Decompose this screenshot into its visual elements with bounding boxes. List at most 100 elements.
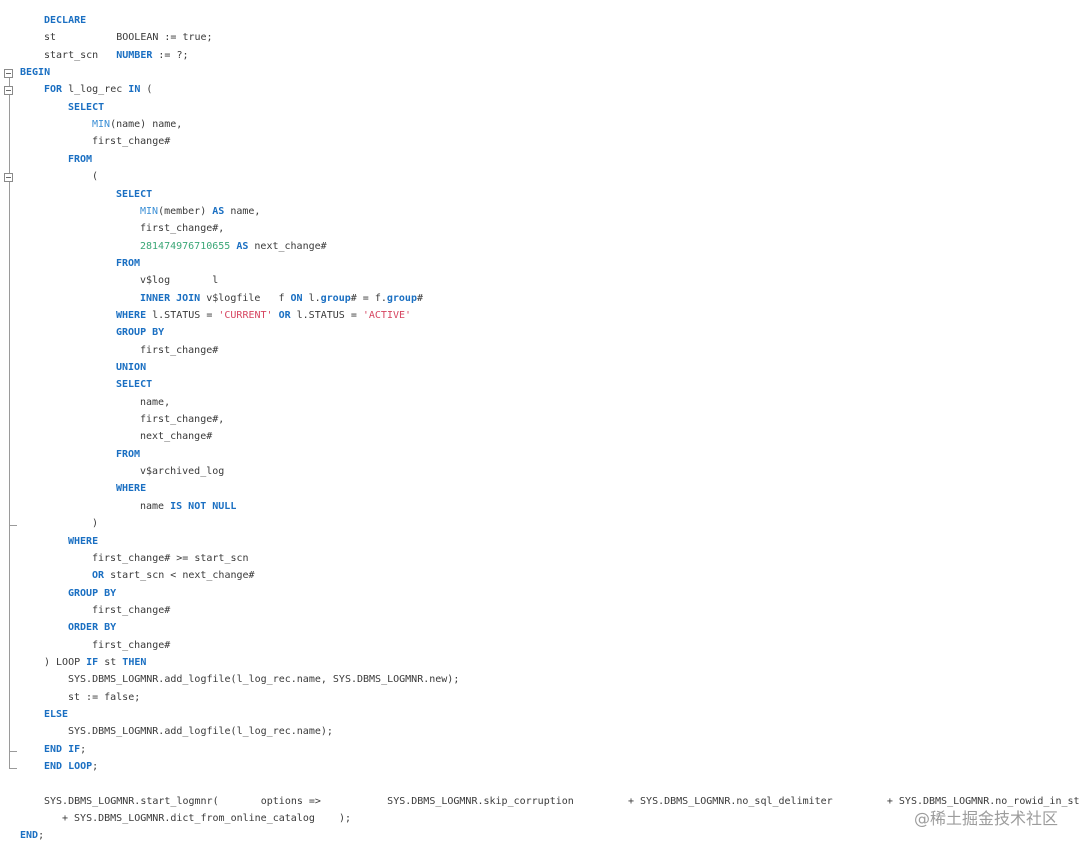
code-token: v$log l [140, 275, 219, 287]
code-line: v$archived_log [140, 463, 224, 480]
fold-end-marker [9, 525, 17, 526]
code-token: group [320, 292, 351, 304]
code-token: v$logfile f [200, 292, 291, 304]
code-token: FROM [116, 257, 141, 269]
code-line: 281474976710655 AS next_change# [140, 238, 327, 255]
fold-guide-line [9, 73, 10, 769]
code-token: start_scn [44, 49, 117, 61]
code-token: first_change# [92, 639, 171, 651]
code-token: l.STATUS = [290, 309, 363, 321]
fold-end-marker [9, 751, 17, 752]
code-token: AS [236, 240, 249, 252]
code-line: END; [20, 827, 44, 844]
code-token: WHERE [68, 535, 99, 547]
code-token: (member) [158, 205, 213, 217]
code-line: WHERE l.STATUS = 'CURRENT' OR l.STATUS =… [116, 307, 411, 324]
code-line: SELECT [68, 99, 104, 116]
code-token: OR [278, 309, 291, 321]
code-line: first_change# [92, 637, 170, 654]
code-line: END LOOP; [44, 758, 98, 775]
fold-end-marker [9, 768, 17, 769]
code-token: next_change# [248, 240, 327, 252]
code-line: first_change# [92, 602, 170, 619]
code-line: st := false; [68, 689, 140, 706]
code-line: st BOOLEAN := true; [44, 29, 213, 46]
code-line: SELECT [116, 376, 152, 393]
code-token: name, [140, 396, 171, 408]
code-token: WHERE [116, 309, 147, 321]
code-line: v$log l [140, 272, 218, 289]
code-line: SYS.DBMS_LOGMNR.add_logfile(l_log_rec.na… [68, 671, 459, 688]
code-line: name, [140, 394, 170, 411]
code-token: 281474976710655 [140, 240, 231, 252]
fold-toggle-icon[interactable] [4, 86, 13, 95]
code-line: SYS.DBMS_LOGMNR.add_logfile(l_log_rec.na… [68, 723, 333, 740]
code-token: ; [80, 743, 87, 755]
code-line: FOR l_log_rec IN ( [44, 81, 152, 98]
code-token: ) [92, 518, 99, 530]
code-token: first_change# [92, 136, 171, 148]
code-token: ( [92, 171, 99, 183]
code-line: WHERE [68, 533, 98, 550]
code-token: first_change#, [140, 223, 225, 235]
code-token: first_change# [92, 604, 171, 616]
code-line: first_change#, [140, 220, 224, 237]
code-line: FROM [116, 255, 140, 272]
code-line: first_change# [92, 133, 170, 150]
code-token: BEGIN [20, 67, 51, 79]
code-token: DECLARE [44, 15, 87, 26]
code-token: THEN [122, 656, 147, 668]
fold-toggle-icon[interactable] [4, 69, 13, 78]
code-line: FROM [116, 446, 140, 463]
code-token: NUMBER [116, 49, 153, 61]
code-line: first_change#, [140, 411, 224, 428]
code-line: start_scn NUMBER := ?; [44, 47, 189, 64]
code-token: first_change# >= start_scn [92, 552, 249, 564]
code-token: := ?; [152, 49, 189, 61]
code-token: END IF [44, 743, 81, 755]
code-line: INNER JOIN v$logfile f ON l.group# = f.g… [140, 290, 423, 307]
code-line: DECLARE [44, 12, 86, 29]
code-line: ( [92, 168, 98, 185]
code-token: MIN [140, 205, 159, 217]
code-token: SELECT [68, 101, 105, 113]
code-line: WHERE [116, 480, 146, 497]
code-token: FOR [44, 84, 63, 96]
fold-toggle-icon[interactable] [4, 173, 13, 182]
code-token: ON [290, 292, 303, 304]
code-token: ( [140, 84, 153, 96]
code-token: FROM [116, 448, 141, 460]
code-line: ) [92, 515, 98, 532]
code-token: IF [86, 656, 99, 668]
code-token: FROM [68, 153, 93, 165]
code-token: OR [92, 570, 105, 582]
code-token: SYS.DBMS_LOGMNR.add_logfile(l_log_rec.na… [68, 726, 333, 738]
code-token: IS NOT NULL [170, 500, 237, 512]
code-token: SYS.DBMS_LOGMNR.start_logmnr( options =>… [44, 795, 1080, 807]
code-line: first_change# >= start_scn [92, 550, 249, 567]
code-token: v$archived_log [140, 466, 225, 478]
code-token: st := false; [68, 691, 141, 703]
code-token: UNION [116, 362, 147, 373]
code-line: MIN(member) AS name, [140, 203, 260, 220]
code-line: GROUP BY [116, 324, 164, 341]
code-token: ) LOOP [44, 656, 87, 668]
code-token: ; [38, 830, 45, 842]
code-line: name IS NOT NULL [140, 498, 236, 515]
watermark-text: @稀土掘金技术社区 [913, 809, 1058, 828]
code-line: ) LOOP IF st THEN [44, 654, 146, 671]
code-token: first_change#, [140, 414, 225, 426]
code-line: + SYS.DBMS_LOGMNR.dict_from_online_catal… [62, 810, 351, 827]
code-token: l_log_rec [62, 84, 129, 96]
code-line: MIN(name) name, [92, 116, 182, 133]
code-token: END [20, 830, 39, 842]
code-token: 'ACTIVE' [362, 309, 412, 321]
code-token: l.STATUS = [146, 309, 219, 321]
code-token: AS [212, 205, 225, 217]
code-line: FROM [68, 151, 92, 168]
code-token: WHERE [116, 483, 147, 495]
code-token: IN [128, 84, 141, 96]
code-line: BEGIN [20, 64, 50, 81]
code-line: next_change# [140, 428, 212, 445]
